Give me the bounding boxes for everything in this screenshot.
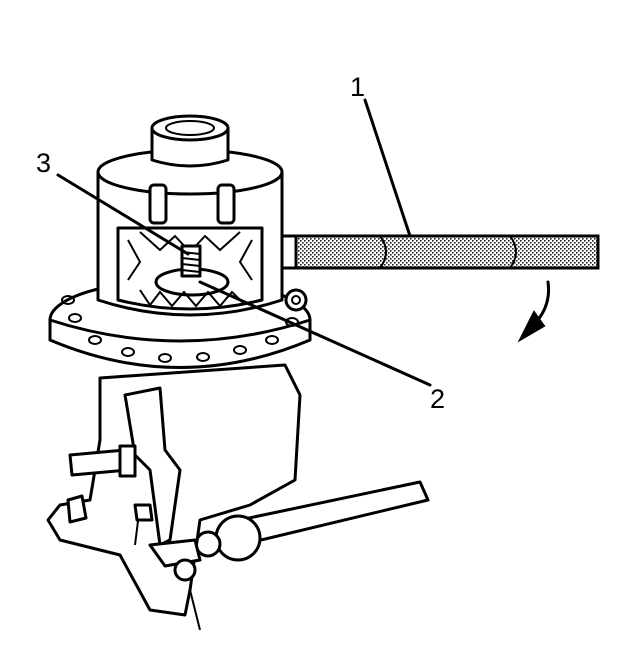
adapter-nut <box>284 288 308 312</box>
wrench-bar-shaft <box>268 234 600 270</box>
bar-joint-1 <box>379 235 387 269</box>
adapter-nut-hole <box>291 295 301 305</box>
callout-1: 1 <box>350 72 365 102</box>
callout-3: 3 <box>36 148 51 178</box>
bearing-hub-bore <box>165 120 215 136</box>
leader-line-1 <box>363 98 412 238</box>
leader-line-3 <box>56 173 190 256</box>
leader-line-2 <box>198 280 432 387</box>
flange-bolt-holes <box>61 295 299 363</box>
flange-rim <box>48 318 312 369</box>
vise-bolt <box>66 494 88 524</box>
bar-joint-2 <box>509 235 517 269</box>
case-bolt-left <box>148 183 168 225</box>
case-bolt-right <box>216 183 236 225</box>
vise-handle-knob <box>214 514 262 562</box>
vise-small-bolt <box>133 503 154 522</box>
bench-vise <box>46 363 430 631</box>
differential-case <box>48 114 312 369</box>
bar-adapter <box>280 234 298 270</box>
vise-nut <box>173 558 197 582</box>
vise-jaw <box>123 386 182 547</box>
vise-leg <box>189 589 201 631</box>
callout-2: 2 <box>430 384 445 414</box>
wrench-bar <box>268 234 600 343</box>
leader-lines <box>56 98 432 387</box>
vise-screw-end <box>118 444 137 478</box>
rotation-arrow-head <box>517 310 546 343</box>
bearing-hub-top <box>150 114 230 142</box>
pinion-gear-teeth <box>139 289 243 308</box>
